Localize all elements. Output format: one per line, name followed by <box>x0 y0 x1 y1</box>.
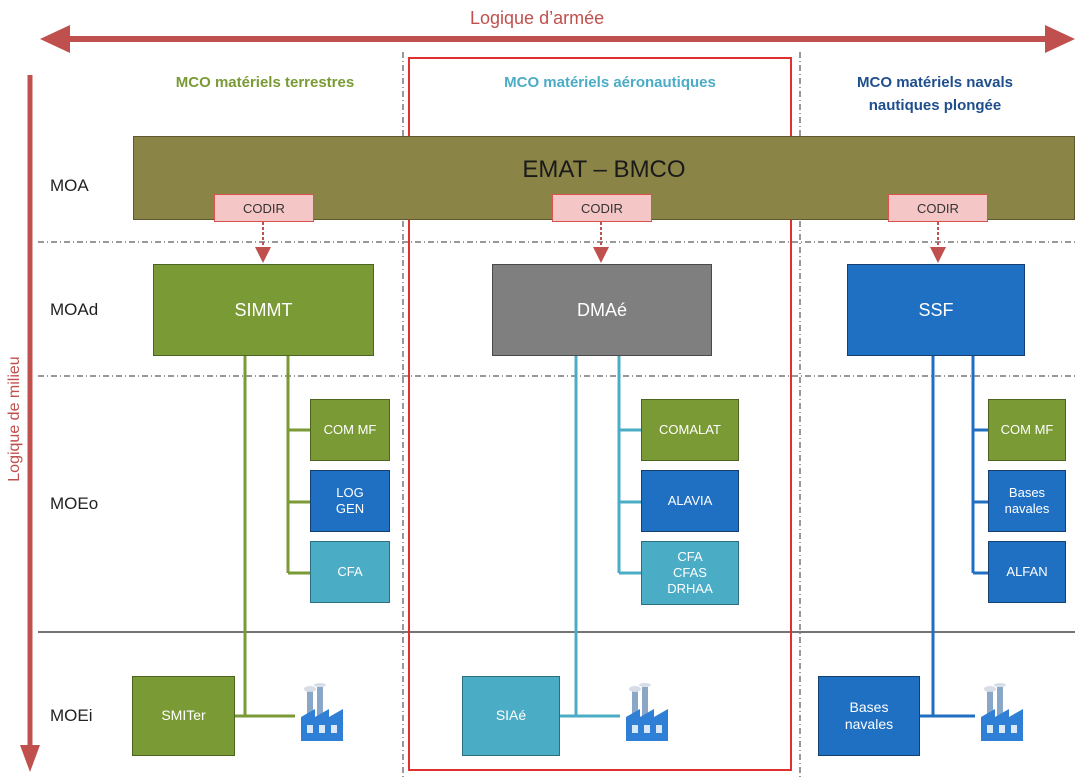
row-label-moad: MOAd <box>50 300 99 319</box>
side-axis-label: Logique de milieu <box>6 344 24 494</box>
codir-naval: CODIR <box>888 194 988 222</box>
moeo-terrestre-com-mf: COM MF <box>310 399 390 461</box>
moeo-aero-cfa-cfas-drhaa: CFA CFAS DRHAA <box>641 541 739 605</box>
codir-aero: CODIR <box>552 194 652 222</box>
moad-ssf: SSF <box>847 264 1025 356</box>
row-label-moeo: MOEo <box>50 494 99 513</box>
factory-icon <box>301 683 343 741</box>
side-axis-arrow <box>20 75 40 772</box>
moad-dmae: DMAé <box>492 264 712 356</box>
moei-siae: SIAé <box>462 676 560 756</box>
moei-smiter: SMITer <box>132 676 235 756</box>
top-axis-arrow <box>40 25 1075 53</box>
moeo-terrestre-cfa: CFA <box>310 541 390 603</box>
row-label-moa: MOA <box>50 176 89 195</box>
moad-simmt: SIMMT <box>153 264 374 356</box>
codir-terrestre: CODIR <box>214 194 314 222</box>
top-axis-label: Logique d’armée <box>470 8 605 28</box>
aero-connectors <box>560 355 641 718</box>
moeo-naval-alfan: ALFAN <box>988 541 1066 603</box>
aero-highlight-frame <box>408 57 792 771</box>
moei-bases-navales: Bases navales <box>818 676 920 756</box>
terrestre-connectors <box>235 355 310 718</box>
banner-label: EMAT – BMCO <box>522 156 686 183</box>
moeo-naval-bases-navales: Bases navales <box>988 470 1066 532</box>
naval-connectors <box>920 355 988 718</box>
factory-icon <box>981 683 1023 741</box>
column-title-naval: MCO matériels navals nautiques plongée <box>857 74 1013 114</box>
moeo-aero-comalat: COMALAT <box>641 399 739 461</box>
factory-icon <box>626 683 668 741</box>
row-label-moei: MOEi <box>50 706 93 725</box>
column-title-terrestre: MCO matériels terrestres <box>175 74 355 91</box>
moeo-aero-alavia: ALAVIA <box>641 470 739 532</box>
moeo-terrestre-log-gen: LOG GEN <box>310 470 390 532</box>
moeo-naval-com-mf: COM MF <box>988 399 1066 461</box>
column-title-aero: MCO matériels aéronautiques <box>504 74 716 91</box>
